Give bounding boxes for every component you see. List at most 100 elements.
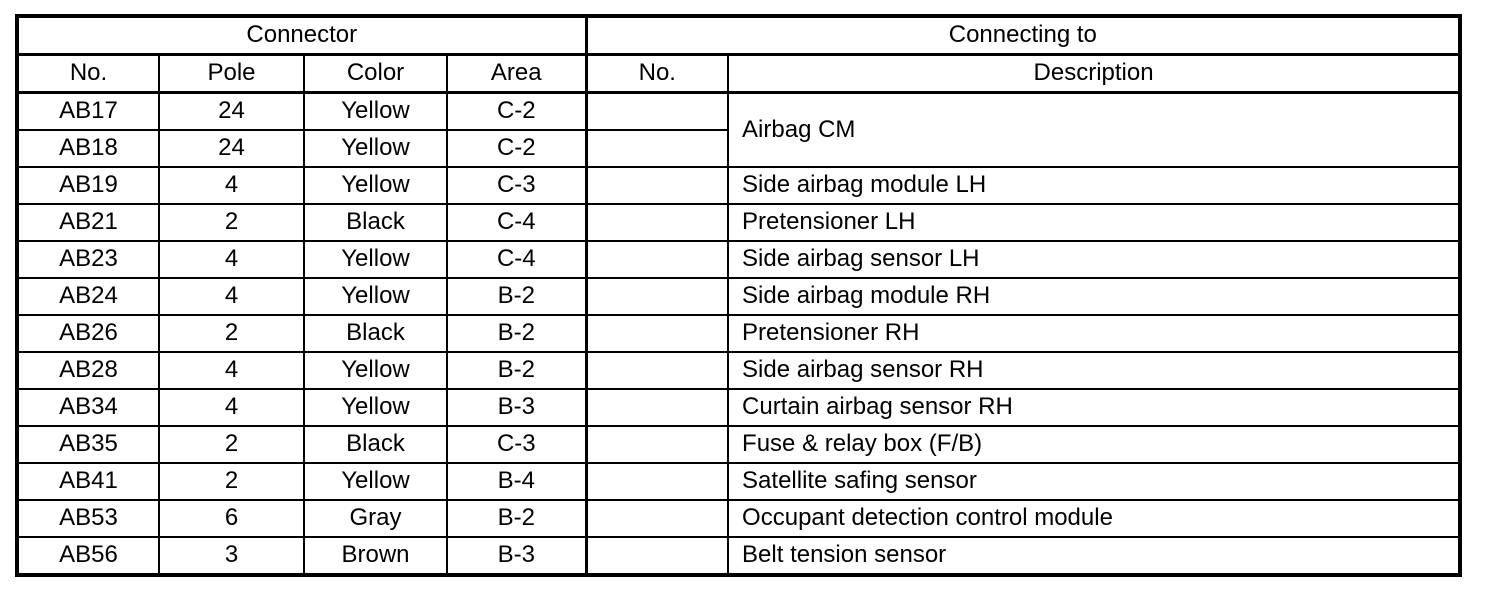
cell-color: Brown <box>303 536 448 576</box>
cell-description: Side airbag sensor LH <box>727 240 1462 279</box>
cell-area: C-4 <box>445 240 588 279</box>
cell-pole: 4 <box>158 277 305 316</box>
cell-no: AB21 <box>16 203 160 242</box>
col-header-to-no: No. <box>584 53 730 94</box>
table-row: AB26 2 Black B-2 Pretensioner RH <box>16 314 1462 353</box>
cell-description: Belt tension sensor <box>727 536 1462 576</box>
cell-description: Side airbag module RH <box>727 277 1462 316</box>
cell-no: AB56 <box>16 536 160 576</box>
cell-no: AB26 <box>16 314 160 353</box>
cell-description: Airbag CM <box>727 91 1462 168</box>
cell-to-no <box>584 351 730 390</box>
col-header-description: Description <box>727 53 1462 94</box>
cell-to-no <box>584 425 730 464</box>
cell-no: AB41 <box>16 462 160 501</box>
cell-area: B-4 <box>445 462 588 501</box>
cell-pole: 6 <box>158 499 305 538</box>
cell-description: Pretensioner LH <box>727 203 1462 242</box>
cell-pole: 2 <box>158 314 305 353</box>
cell-no: AB18 <box>16 129 160 168</box>
cell-pole: 24 <box>158 129 305 168</box>
cell-color: Yellow <box>303 388 448 427</box>
group-header-connecting-to: Connecting to <box>584 15 1462 56</box>
cell-no: AB28 <box>16 351 160 390</box>
col-header-no: No. <box>16 53 160 94</box>
cell-area: C-2 <box>445 129 588 168</box>
table-group-header-row: Connector Connecting to <box>15 15 1462 56</box>
cell-color: Gray <box>303 499 448 538</box>
cell-area: B-3 <box>445 388 588 427</box>
cell-description: Side airbag sensor RH <box>727 351 1462 390</box>
cell-description: Satellite safing sensor <box>727 462 1462 501</box>
cell-no: AB23 <box>16 240 160 279</box>
cell-pole: 2 <box>158 462 305 501</box>
cell-description: Pretensioner RH <box>727 314 1462 353</box>
cell-pole: 4 <box>158 351 305 390</box>
cell-area: B-3 <box>445 536 588 576</box>
cell-no: AB24 <box>16 277 160 316</box>
cell-to-no <box>584 388 730 427</box>
cell-to-no <box>584 91 730 131</box>
table-row: AB35 2 Black C-3 Fuse & relay box (F/B) <box>16 425 1462 464</box>
cell-no: AB17 <box>16 91 160 131</box>
table-row: AB34 4 Yellow B-3 Curtain airbag sensor … <box>16 388 1462 427</box>
table-row: AB24 4 Yellow B-2 Side airbag module RH <box>16 277 1462 316</box>
group-header-connector: Connector <box>15 15 588 56</box>
cell-to-no <box>584 314 730 353</box>
cell-area: B-2 <box>445 351 588 390</box>
cell-color: Yellow <box>303 462 448 501</box>
cell-area: C-2 <box>445 91 588 131</box>
cell-area: B-2 <box>445 277 588 316</box>
cell-color: Yellow <box>303 166 448 205</box>
table-column-header-row: No. Pole Color Area No. Description <box>16 53 1462 94</box>
cell-area: C-3 <box>445 166 588 205</box>
cell-description: Fuse & relay box (F/B) <box>727 425 1462 464</box>
cell-no: AB35 <box>16 425 160 464</box>
table-row: AB56 3 Brown B-3 Belt tension sensor <box>16 536 1462 576</box>
cell-no: AB53 <box>16 499 160 538</box>
cell-to-no <box>584 536 730 576</box>
cell-area: B-2 <box>445 314 588 353</box>
cell-color: Black <box>303 203 448 242</box>
cell-to-no <box>584 462 730 501</box>
cell-pole: 4 <box>158 240 305 279</box>
cell-pole: 4 <box>158 388 305 427</box>
connector-table: Connector Connecting to No. Pole Color A… <box>15 14 1463 577</box>
col-header-color: Color <box>303 53 448 94</box>
table-row: AB21 2 Black C-4 Pretensioner LH <box>16 203 1462 242</box>
table-row: AB18 24 Yellow C-2 <box>16 129 1460 168</box>
cell-color: Yellow <box>303 240 448 279</box>
cell-to-no <box>584 277 730 316</box>
table-row: AB19 4 Yellow C-3 Side airbag module LH <box>16 166 1462 205</box>
cell-to-no <box>584 166 730 205</box>
col-header-pole: Pole <box>158 53 305 94</box>
cell-to-no <box>584 240 730 279</box>
cell-area: C-3 <box>445 425 588 464</box>
table-row: AB23 4 Yellow C-4 Side airbag sensor LH <box>16 240 1462 279</box>
cell-to-no <box>584 499 730 538</box>
col-header-area: Area <box>445 53 588 94</box>
cell-to-no <box>584 203 730 242</box>
table-row: AB17 24 Yellow C-2 Airbag CM <box>16 91 1462 168</box>
cell-color: Yellow <box>303 129 448 168</box>
cell-area: B-2 <box>445 499 588 538</box>
cell-area: C-4 <box>445 203 588 242</box>
cell-no: AB19 <box>16 166 160 205</box>
cell-description: Curtain airbag sensor RH <box>727 388 1462 427</box>
table-row: AB41 2 Yellow B-4 Satellite safing senso… <box>16 462 1462 501</box>
table-row: AB28 4 Yellow B-2 Side airbag sensor RH <box>16 351 1462 390</box>
cell-description: Occupant detection control module <box>727 499 1462 538</box>
cell-color: Black <box>303 425 448 464</box>
cell-color: Black <box>303 314 448 353</box>
cell-pole: 2 <box>158 425 305 464</box>
cell-color: Yellow <box>303 277 448 316</box>
cell-to-no <box>584 129 730 168</box>
cell-pole: 2 <box>158 203 305 242</box>
cell-pole: 4 <box>158 166 305 205</box>
cell-color: Yellow <box>303 351 448 390</box>
cell-description: Side airbag module LH <box>727 166 1462 205</box>
cell-no: AB34 <box>16 388 160 427</box>
cell-color: Yellow <box>303 91 448 131</box>
table-row: AB53 6 Gray B-2 Occupant detection contr… <box>16 499 1462 538</box>
